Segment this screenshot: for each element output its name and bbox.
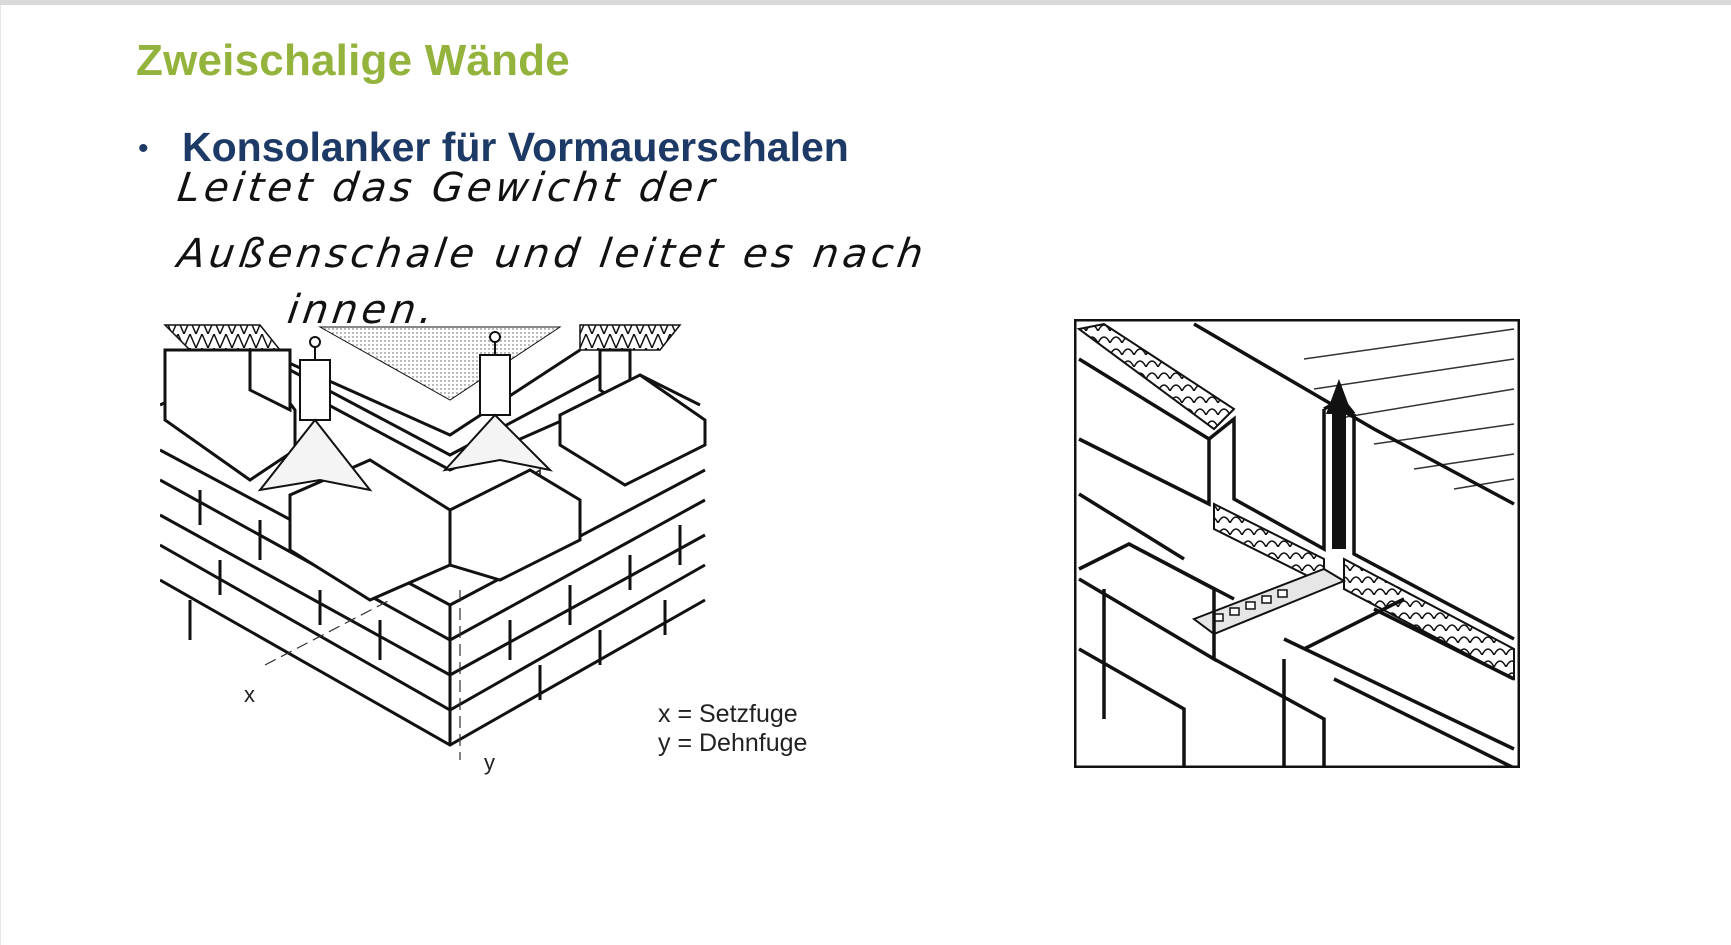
anchor-detail-illustration bbox=[1073, 318, 1521, 770]
left-border bbox=[0, 5, 1, 945]
handwriting-line-2: Außenschale und leitet es nach bbox=[174, 231, 930, 277]
console-anchor-corner-drawing: x y bbox=[159, 320, 720, 780]
y-label: y bbox=[484, 750, 495, 775]
legend-setzfuge: x = Setzfuge bbox=[658, 700, 798, 728]
x-label: x bbox=[244, 682, 255, 707]
top-border bbox=[0, 0, 1731, 5]
legend-dehnfuge: y = Dehnfuge bbox=[658, 729, 808, 757]
anchor-cavity-drawing bbox=[1073, 318, 1521, 770]
bullet-heading: Konsolanker für Vormauerschalen bbox=[182, 124, 849, 170]
handwriting-line-1: Leitet das Gewicht der bbox=[174, 165, 722, 211]
handwritten-annotation: Leitet das Gewicht der Außenschale und l… bbox=[174, 165, 938, 335]
bullet-marker: • bbox=[138, 132, 149, 165]
legend: x = Setzfuge y = Dehnfuge bbox=[658, 700, 807, 758]
slide-title: Zweischalige Wände bbox=[136, 36, 570, 85]
brick-corner-illustration bbox=[159, 324, 707, 760]
